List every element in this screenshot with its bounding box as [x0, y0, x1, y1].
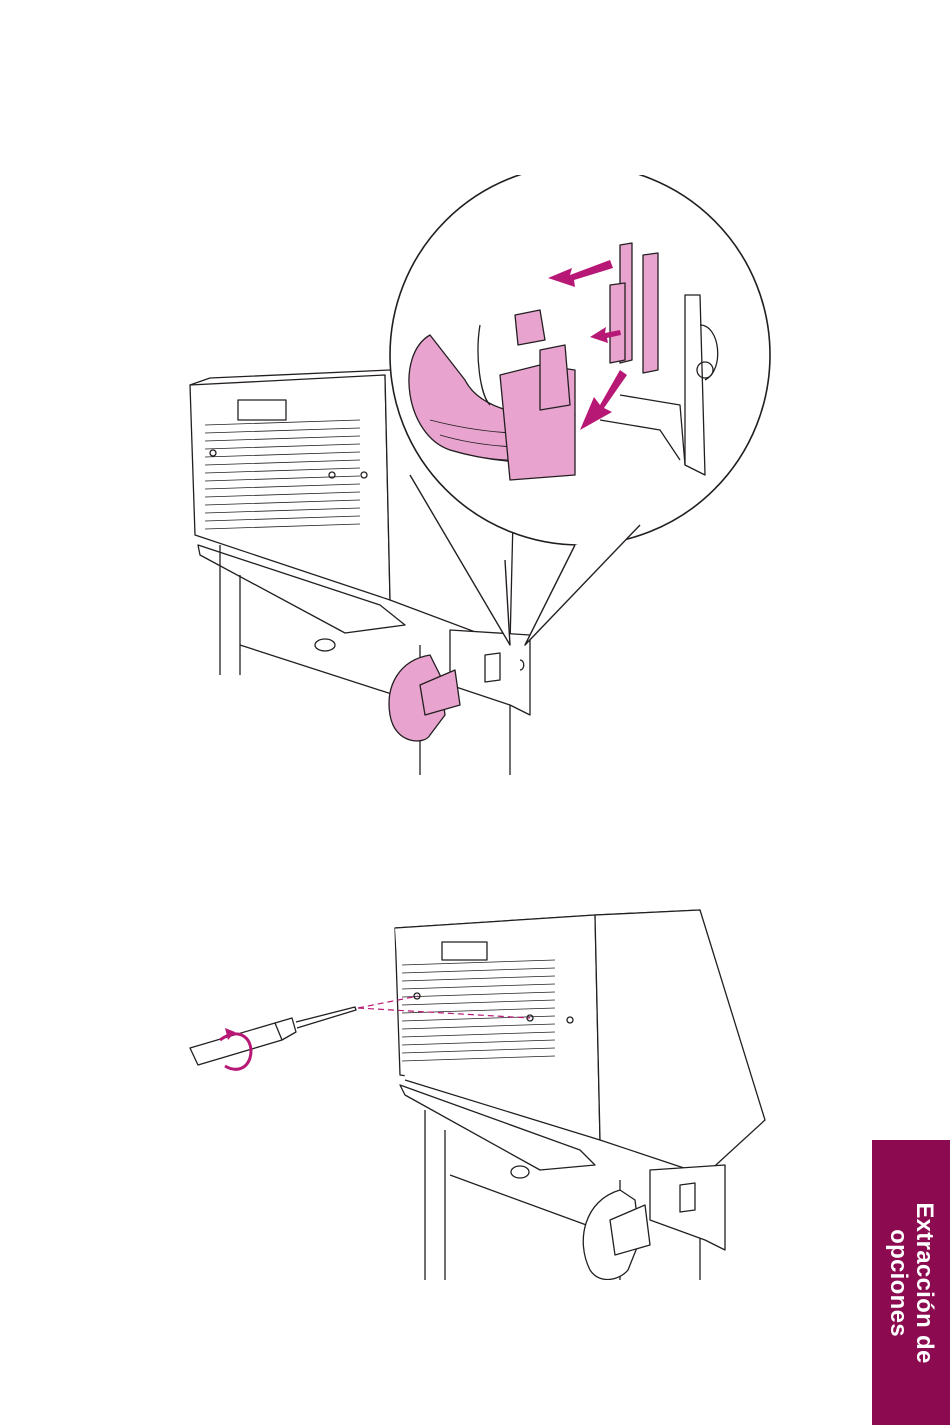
- side-tab: Extracción de opciones: [872, 1140, 950, 1425]
- screwdriver-icon: [190, 1023, 282, 1065]
- remove-screws-illustration: [180, 900, 780, 1280]
- disconnect-cable-illustration: [180, 175, 780, 775]
- side-tab-line2: opciones: [885, 1153, 911, 1413]
- side-tab-line1: Extracción de: [911, 1153, 937, 1413]
- side-tab-label: Extracción de opciones: [885, 1153, 937, 1413]
